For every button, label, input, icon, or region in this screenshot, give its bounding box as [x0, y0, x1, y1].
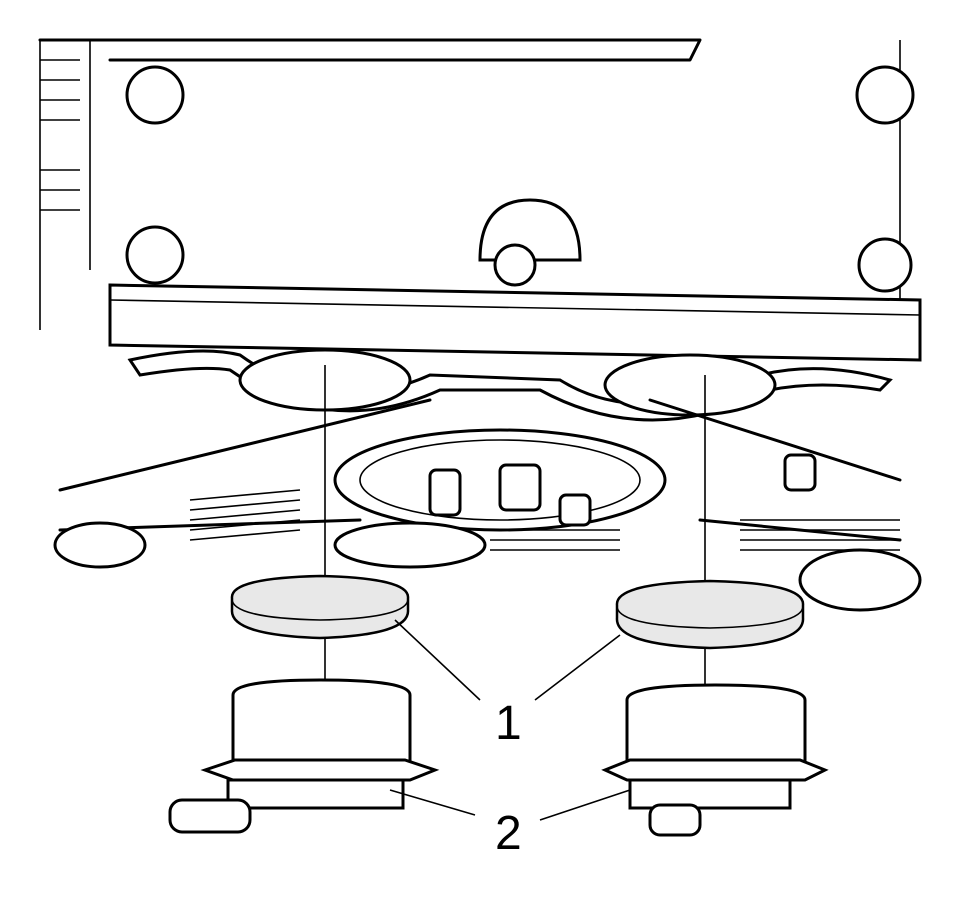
callout-1: 1 — [495, 697, 522, 750]
seal-left — [230, 574, 410, 640]
callout-2: 2 — [495, 807, 522, 860]
seal-right — [615, 579, 805, 650]
belt-drive — [53, 398, 922, 612]
sensor-left — [168, 678, 440, 834]
sensor-right — [601, 683, 829, 837]
engine-block — [38, 38, 915, 330]
cross-member — [108, 283, 922, 422]
